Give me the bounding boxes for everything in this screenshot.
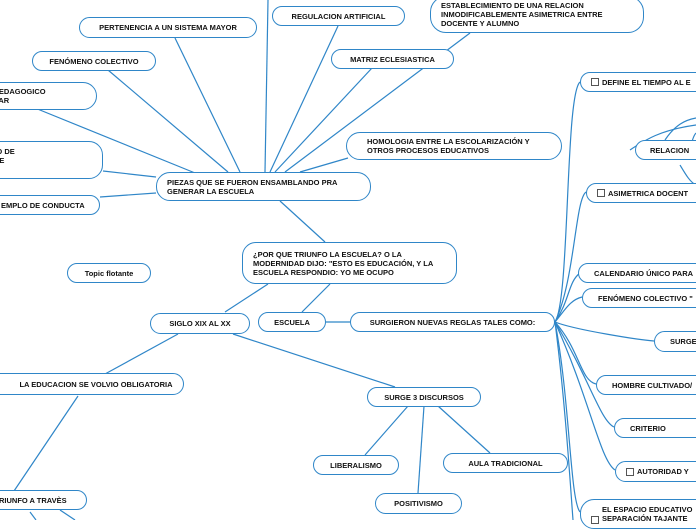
positivismo-node[interactable]: POSITIVISMO	[375, 493, 462, 514]
asimetrica-label: ASIMETRICA DOCENT	[608, 188, 689, 198]
escuela-label: ESCUELA	[274, 317, 310, 327]
relacion-node[interactable]: RELACION	[635, 140, 696, 160]
criterio-label: CRITERIO	[630, 423, 666, 433]
educacion-obligatoria-node[interactable]: LA EDUCACION SE VOLVIO OBLIGATORIA	[0, 373, 184, 395]
aula-tradicional-label: AULA TRADICIONAL	[468, 458, 543, 468]
aula-tradicional-node[interactable]: AULA TRADICIONAL	[443, 453, 568, 473]
fenomeno-colectivo-right-label: FENÓMENO COLECTIVO "	[598, 293, 693, 303]
matriz-node[interactable]: MATRIZ ECLESIASTICA	[331, 49, 454, 69]
surge3-node[interactable]: SURGE 3 DISCURSOS	[367, 387, 481, 407]
positivismo-label: POSITIVISMO	[394, 499, 443, 508]
surge3-label: SURGE 3 DISCURSOS	[384, 392, 464, 402]
calendario-label: CALENDARIO ÚNICO PARA	[594, 268, 694, 278]
regulacion-label: REGULACION ARTIFICIAL	[291, 11, 386, 21]
central-topic-node[interactable]: ¿POR QUE TRIUNFO LA ESCUELA? O LA MODERN…	[242, 242, 457, 284]
espacio-node[interactable]: EL ESPACIO EDUCATIVO SEPARACIÓN TAJANTE	[580, 499, 696, 529]
piezas-node[interactable]: PIEZAS QUE SE FUERON ENSAMBLANDO PRA GEN…	[156, 172, 371, 201]
asimetrica-node[interactable]: ASIMETRICA DOCENT	[586, 183, 696, 203]
criterio-node[interactable]: CRITERIO	[614, 418, 696, 438]
define-tiempo-label: DEFINE EL TIEMPO AL E	[602, 77, 691, 87]
pertenencia-node[interactable]: PERTENENCIA A UN SISTEMA MAYOR	[79, 17, 257, 38]
triunfo-label: RIUNFO A TRAVÈS	[0, 495, 67, 505]
matriz-label: MATRIZ ECLESIASTICA	[350, 54, 435, 64]
ejemplo-node[interactable]: EMPLO DE CONDUCTA	[0, 195, 100, 215]
educacion-obligatoria-label: LA EDUCACION SE VOLVIO OBLIGATORIA	[19, 379, 173, 389]
cuerpo-pedagogico-label: PO PEDAGOGICO Y OLAR	[0, 87, 46, 105]
checkbox-icon[interactable]	[626, 467, 634, 476]
topic-flotante-label: Topic flotante	[84, 268, 134, 278]
fenomeno-colectivo-right-node[interactable]: FENÓMENO COLECTIVO "	[582, 288, 696, 308]
homologia-label: HOMOLOGIA ENTRE LA ESCOLARIZACIÓN Y OTRO…	[367, 137, 530, 155]
fenomeno-label: FENÓMENO COLECTIVO	[49, 56, 139, 66]
surge-right-node[interactable]: SURGE	[654, 331, 696, 352]
checkbox-icon[interactable]	[591, 516, 599, 524]
fenomeno-node[interactable]: FENÓMENO COLECTIVO	[32, 51, 156, 71]
autoridad-node[interactable]: AUTORIDAD Y	[615, 461, 696, 482]
define-tiempo-node[interactable]: DEFINE EL TIEMPO AL E	[580, 72, 696, 92]
surge-right-label: SURGE	[670, 337, 696, 346]
cuerpo-pedagogico-node[interactable]: PO PEDAGOGICO Y OLAR	[0, 82, 97, 110]
espacio-label: EL ESPACIO EDUCATIVO SEPARACIÓN TAJANTE	[602, 505, 693, 523]
relacion-label: RELACION	[650, 145, 690, 155]
cuerpo-de-node[interactable]: ERPO DE OS DE ICOS	[0, 141, 103, 179]
regulacion-node[interactable]: REGULACION ARTIFICIAL	[272, 6, 405, 26]
autoridad-label: AUTORIDAD Y	[637, 467, 689, 476]
pertenencia-label: PERTENENCIA A UN SISTEMA MAYOR	[99, 23, 237, 32]
topic-flotante-node[interactable]: Topic flotante	[67, 263, 151, 283]
surgieron-label: SURGIERON NUEVAS REGLAS TALES COMO:	[369, 317, 536, 327]
siglo-node[interactable]: SIGLO XIX AL XX	[150, 313, 250, 334]
cuerpo-de-label: ERPO DE OS DE ICOS	[0, 146, 15, 165]
checkbox-icon[interactable]	[591, 78, 599, 86]
hombre-cultivado-label: HOMBRE CULTIVADO/	[612, 380, 693, 390]
establecimiento-node[interactable]: ESTABLECIMIENTO DE UNA RELACION INMODIFI…	[430, 0, 644, 33]
central-topic-label: ¿POR QUE TRIUNFO LA ESCUELA? O LA MODERN…	[253, 249, 433, 277]
ejemplo-label: EMPLO DE CONDUCTA	[1, 200, 85, 210]
liberalismo-label: LIBERALISMO	[330, 460, 382, 470]
piezas-label: PIEZAS QUE SE FUERON ENSAMBLANDO PRA GEN…	[167, 177, 338, 196]
calendario-node[interactable]: CALENDARIO ÚNICO PARA	[578, 263, 696, 283]
establecimiento-label: ESTABLECIMIENTO DE UNA RELACION INMODIFI…	[441, 1, 603, 28]
escuela-node[interactable]: ESCUELA	[258, 312, 326, 332]
checkbox-icon[interactable]	[597, 189, 605, 197]
siglo-label: SIGLO XIX AL XX	[169, 319, 231, 328]
homologia-node[interactable]: HOMOLOGIA ENTRE LA ESCOLARIZACIÓN Y OTRO…	[346, 132, 562, 160]
hombre-cultivado-node[interactable]: HOMBRE CULTIVADO/	[596, 375, 696, 395]
surgieron-node[interactable]: SURGIERON NUEVAS REGLAS TALES COMO:	[350, 312, 555, 332]
liberalismo-node[interactable]: LIBERALISMO	[313, 455, 399, 475]
triunfo-node[interactable]: RIUNFO A TRAVÈS	[0, 490, 87, 510]
